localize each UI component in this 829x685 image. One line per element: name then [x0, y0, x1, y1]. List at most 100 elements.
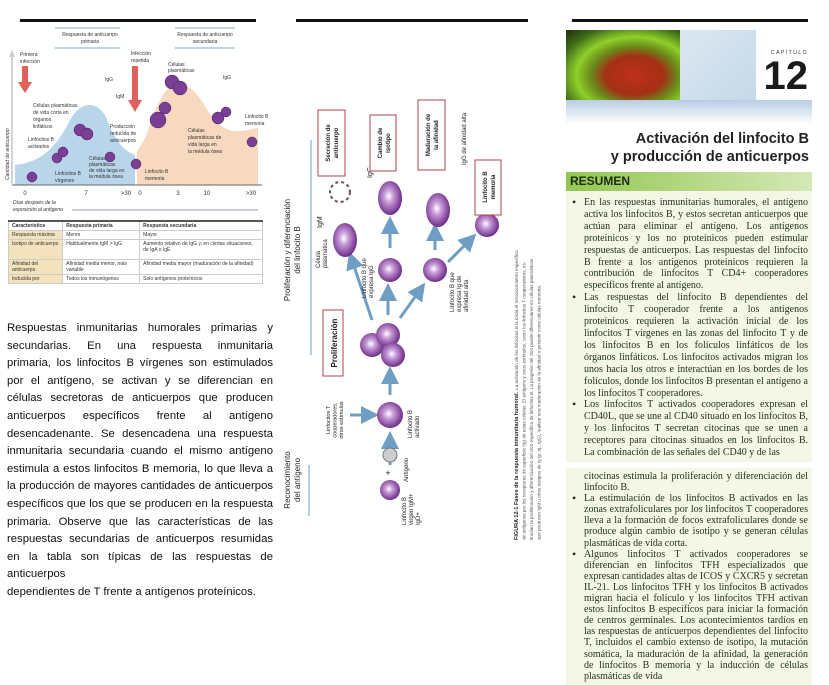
- chapter-header: CAPÍTULO 12: [566, 30, 812, 100]
- x-tick: >30: [246, 191, 257, 197]
- y-axis-arrow-icon: [9, 50, 15, 57]
- micrograph-image: [566, 30, 680, 100]
- label: memoria: [245, 121, 265, 127]
- caption-text: de antígenos por los receptores de super…: [522, 261, 527, 540]
- plasma-cell-icon: [378, 181, 402, 215]
- label: plasmáticas de: [188, 135, 222, 141]
- aff-b-label: expresa Ig de: [457, 275, 463, 312]
- x-tick: 10: [204, 191, 211, 197]
- virgin-b-cell-icon: [380, 480, 400, 500]
- label: Linfocitos B: [28, 137, 55, 143]
- table-cell: Isotipo de anticuerpo: [7, 239, 64, 260]
- header-gradient: [566, 100, 812, 124]
- plus-sign: +: [385, 468, 390, 478]
- cell-icon: [149, 111, 167, 129]
- cell-icon: [158, 101, 172, 115]
- t-help-label: cooperadores,: [333, 402, 339, 438]
- t-help-label: Linfocitos T: [326, 405, 332, 434]
- label: Linfocito B: [145, 169, 169, 175]
- t-help-label: otros estímulos: [339, 401, 345, 439]
- arrow-icon: [132, 66, 138, 100]
- arrow-icon: [22, 66, 28, 82]
- x-axis-label: Días después de la: [13, 200, 56, 206]
- label: plasmáticas: [89, 162, 116, 168]
- x-tick: 0: [23, 191, 27, 197]
- label: de vida corta en: [33, 110, 69, 116]
- label: activados: [28, 144, 50, 150]
- cell-icon: [246, 136, 258, 148]
- table-header-cell: Característica: [7, 220, 64, 231]
- igm-antibody-icon: [329, 181, 351, 203]
- summary-bullet: Los linfocitos T activados cooperadores …: [572, 399, 808, 459]
- paragraph: primaria, los linfocitos B vírgenes son …: [7, 357, 273, 581]
- label: la médula ósea: [188, 149, 222, 155]
- virgin-label: virgen IgM+: [409, 493, 415, 525]
- virgin-label: IgD+: [416, 512, 422, 525]
- header-secondary: secundaria: [193, 39, 218, 45]
- box-label: Secreción de: [326, 124, 332, 162]
- label: la médula ósea: [89, 174, 123, 180]
- maduracion-box: [417, 99, 446, 171]
- igm-label: IgM: [317, 216, 324, 228]
- label-primera: infección: [20, 59, 40, 65]
- table-cell: Todos los inmunógenos: [62, 274, 141, 284]
- aff-b-label: Linfocito B que: [450, 272, 456, 312]
- label: vírgenes: [55, 178, 75, 184]
- summary-bullet: En las respuestas inmunitarias humorales…: [572, 197, 808, 292]
- header-secondary: Respuesta de anticuerpo: [177, 32, 233, 38]
- activated-label: activado: [415, 415, 421, 438]
- paragraph: dependientes de T frente a antígenos pro…: [7, 585, 256, 598]
- label: memoria: [145, 176, 165, 182]
- proliferacion-label: Proliferación: [330, 318, 339, 367]
- table-cell: Menor: [62, 230, 141, 240]
- caption-title: FIGURA 12-1 Fases de la respuesta inmuni…: [514, 391, 520, 540]
- cell-icon: [220, 106, 232, 118]
- table-cell: Mayor: [139, 230, 263, 240]
- plasma-label: plasmática: [323, 239, 329, 268]
- label: reducida de: [110, 131, 136, 137]
- box-label: Maduración de: [426, 113, 432, 156]
- virgin-label: Linfocito B: [402, 497, 408, 525]
- label: Células plasmáticas: [33, 103, 78, 109]
- box-label: memoria: [491, 174, 497, 200]
- label-igg: IgG: [223, 75, 231, 81]
- box-label: anticuerpo: [334, 127, 340, 158]
- summary-continuation: citocinas estimula la proliferación y di…: [584, 471, 808, 494]
- cell-icon: [80, 127, 94, 141]
- plasma-cell-icon: [333, 223, 357, 257]
- label-repetida: repetida: [131, 58, 149, 64]
- y-axis-label: Cantidad de anticuerpo: [5, 128, 11, 180]
- cell-icon: [172, 80, 188, 96]
- title-line: Activación del linfocito B: [635, 131, 809, 147]
- phase-recognition-label: Reconocimiento: [283, 451, 292, 509]
- label: Células: [188, 128, 205, 134]
- label: Producción: [110, 124, 135, 130]
- top-rule-right: [572, 19, 808, 22]
- x-tick: >30: [121, 191, 132, 197]
- summary-body-page1: En las respuestas inmunitarias humorales…: [566, 191, 812, 462]
- activated-label: Linfocito B: [408, 410, 414, 438]
- table-cell: Inducida por: [7, 274, 64, 284]
- plasma-label: Célula: [316, 250, 322, 268]
- arrows: [346, 216, 477, 465]
- igg-affinity-label: IgG de afinidad alta: [462, 112, 468, 165]
- chapter-number: 12: [763, 54, 809, 98]
- header-primary: Respuesta de anticuerpo: [62, 32, 118, 38]
- memoria-box: [474, 159, 502, 216]
- memory-b-cell-icon: [475, 213, 499, 237]
- table-header-cell: Respuesta primaria: [62, 220, 141, 231]
- x-tick: 7: [84, 191, 88, 197]
- chapter-label: CAPÍTULO: [770, 50, 808, 56]
- igg-b-cell-icon: [378, 258, 402, 282]
- paragraph: Respuestas inmunitarias humorales primar…: [7, 322, 273, 352]
- phase-proliferation-label: del linfocito B: [293, 226, 302, 274]
- x-tick: 0: [138, 191, 142, 197]
- proliferating-cell-icon: [376, 323, 400, 347]
- figure-description: Respuestas inmunitarias humorales primar…: [7, 320, 273, 602]
- label: Células: [168, 62, 185, 68]
- summary-body-page2: citocinas estimula la proliferación y di…: [566, 468, 812, 685]
